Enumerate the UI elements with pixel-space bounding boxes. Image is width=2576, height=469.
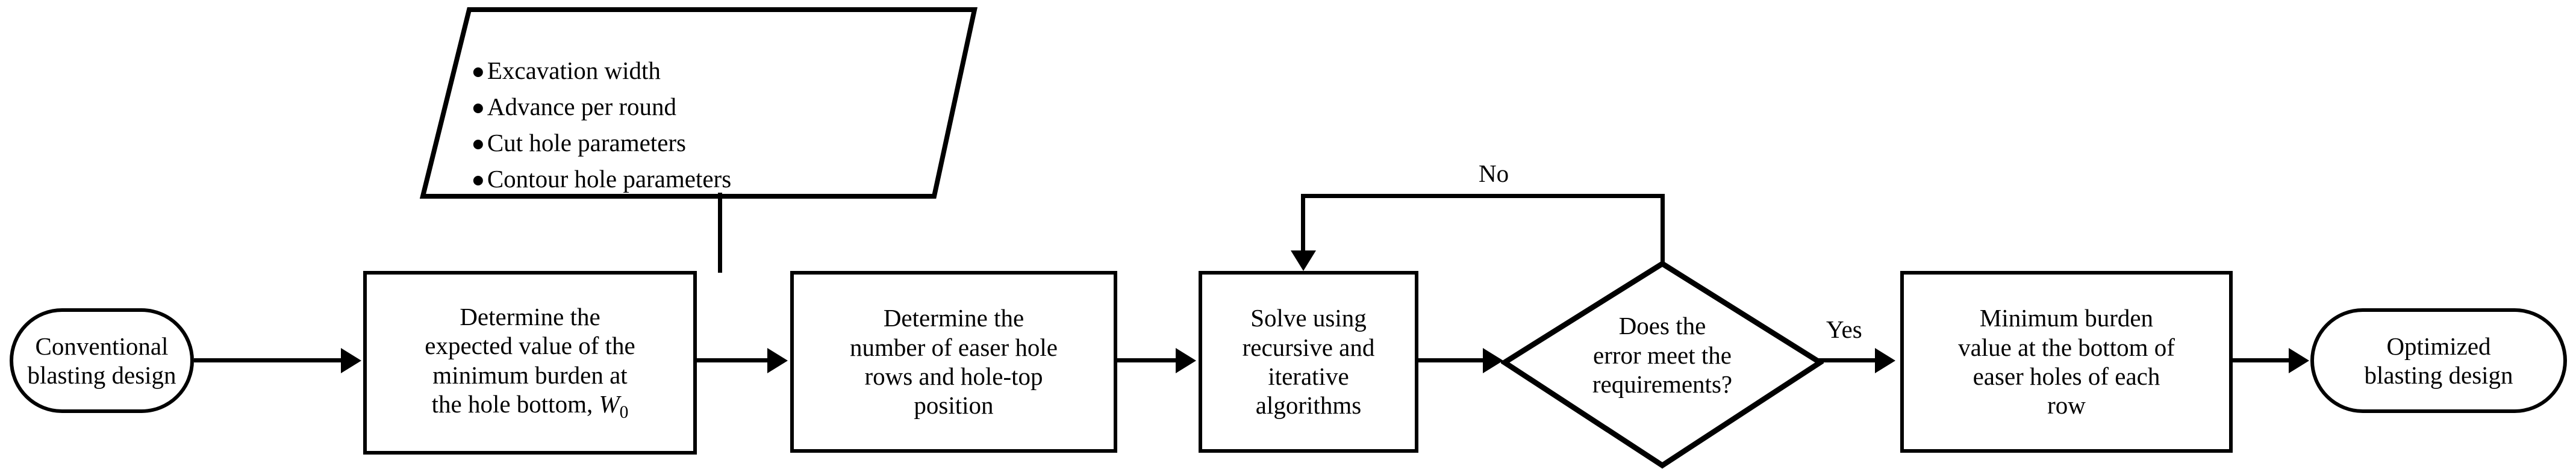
list-item: Excavation width (473, 58, 731, 83)
node-process-solve-recursive-iterative[interactable] (1199, 271, 1418, 453)
node-input-parameters[interactable] (416, 6, 988, 200)
bullet-icon (473, 176, 483, 185)
input-parameter-label: Excavation width (487, 57, 661, 84)
bullet-icon (473, 104, 483, 113)
connector-process4-to-end (2233, 358, 2291, 362)
connector-input-to-process1 (718, 193, 722, 273)
arrowhead-start-to-process1 (341, 348, 361, 373)
input-parameter-label: Advance per round (487, 93, 677, 120)
node-end-optimized-blasting-design[interactable] (2310, 308, 2567, 413)
connector-process2-to-process3 (1117, 358, 1177, 362)
input-parameter-label: Cut hole parameters (487, 129, 687, 157)
input-parameter-label: Contour hole parameters (487, 165, 732, 193)
node-process-minimum-burden-each-row[interactable] (1900, 271, 2233, 453)
input-parameters-list: Excavation width Advance per round Cut h… (473, 58, 731, 191)
list-item: Contour hole parameters (473, 167, 731, 191)
connector-no-loop-vertical-left (1301, 194, 1305, 254)
edge-label-yes: Yes (1826, 315, 1862, 343)
bullet-icon (473, 140, 483, 149)
arrowhead-process4-to-end (2289, 348, 2309, 373)
bullet-icon (473, 67, 483, 77)
list-item: Cut hole parameters (473, 131, 731, 155)
node-decision-error-meets-requirements[interactable] (1501, 260, 1824, 469)
arrowhead-no-loop-into-process3 (1291, 250, 1316, 271)
connector-decision-yes-to-process4 (1817, 358, 1877, 362)
arrowhead-process1-to-process2 (767, 348, 788, 373)
connector-start-to-process1 (194, 358, 343, 362)
connector-process3-to-decision (1418, 358, 1485, 362)
node-process-determine-expected-minimum-burden[interactable] (363, 271, 697, 455)
arrowhead-decision-yes-to-process4 (1875, 348, 1895, 373)
arrowhead-process2-to-process3 (1176, 348, 1196, 373)
arrowhead-process3-to-decision (1483, 348, 1503, 373)
node-process-determine-easer-hole-rows[interactable] (790, 271, 1117, 453)
connector-no-loop-horizontal (1301, 194, 1665, 198)
edge-label-no: No (1479, 160, 1509, 187)
connector-process1-to-process2 (697, 358, 769, 362)
node-start-conventional-blasting-design[interactable] (10, 308, 194, 413)
list-item: Advance per round (473, 95, 731, 119)
connector-no-loop-vertical-right (1661, 194, 1665, 267)
